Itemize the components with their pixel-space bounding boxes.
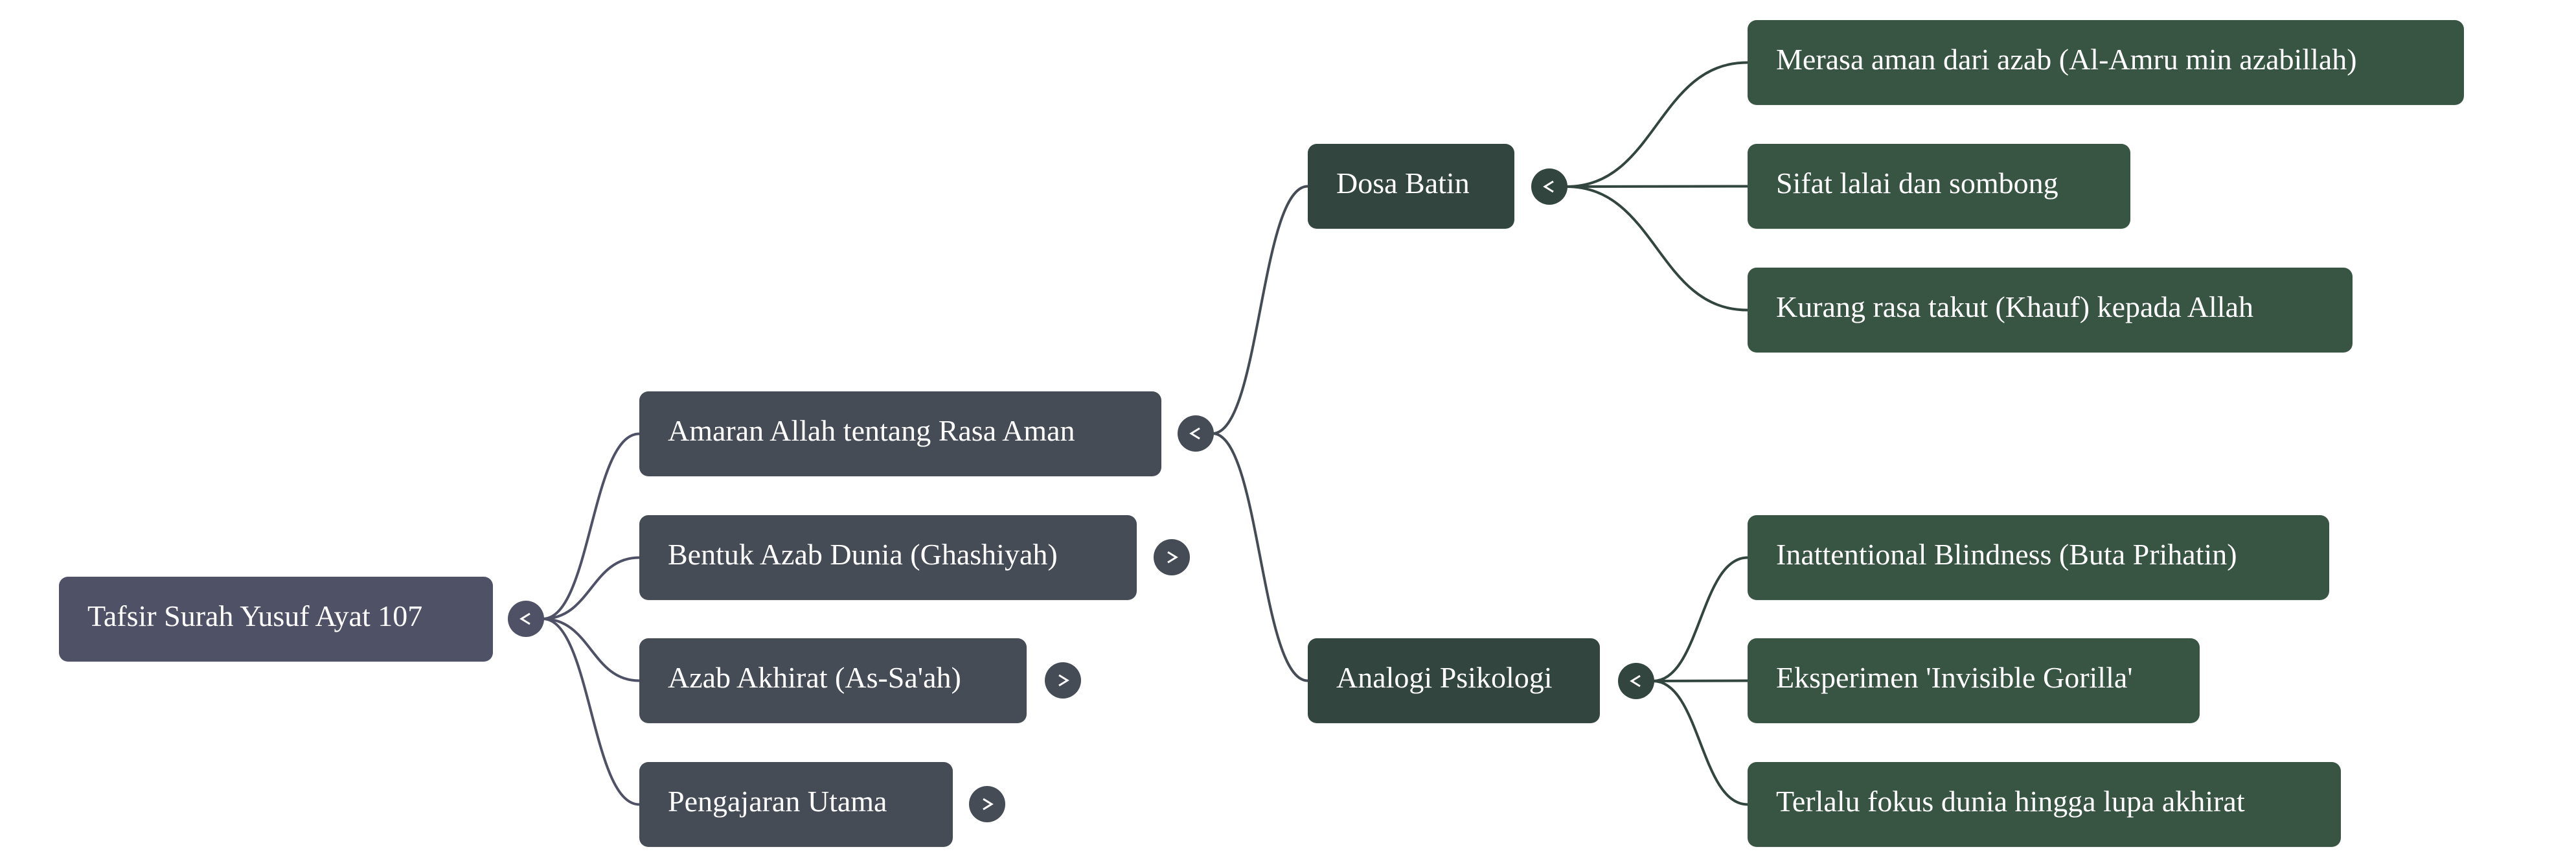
node-pengajaran-label: Pengajaran Utama (668, 785, 887, 818)
chevron-right-icon (1058, 674, 1069, 687)
link-root-pengajaran (542, 618, 640, 806)
leaf-eksperimen-gorilla[interactable]: Eksperimen 'Invisible Gorilla' (1748, 638, 2200, 723)
chevron-left-icon (519, 612, 530, 625)
node-amaran[interactable]: Amaran Allah tentang Rasa Aman (639, 391, 1161, 476)
node-dosa-batin[interactable]: Dosa Batin (1308, 144, 1514, 229)
leaf-merasa-aman-label: Merasa aman dari azab (Al-Amru min azabi… (1776, 43, 2357, 76)
chevron-left-icon (1543, 180, 1554, 193)
root-collapse-toggle[interactable] (508, 601, 544, 637)
leaf-eksperimen-gorilla-label: Eksperimen 'Invisible Gorilla' (1776, 661, 2133, 694)
node-azab-akhirat[interactable]: Azab Akhirat (As-Sa'ah) (639, 638, 1027, 723)
node-azab-akhirat-label: Azab Akhirat (As-Sa'ah) (668, 661, 961, 694)
leaf-inattentional-blindness[interactable]: Inattentional Blindness (Buta Prihatin) (1748, 515, 2329, 600)
link-root-azab-akhirat (542, 618, 640, 682)
link-amaran-analogi (1212, 432, 1308, 682)
root-node[interactable]: Tafsir Surah Yusuf Ayat 107 (59, 577, 493, 662)
node-amaran-label: Amaran Allah tentang Rasa Aman (668, 414, 1075, 447)
amaran-collapse-toggle[interactable] (1178, 415, 1214, 452)
root-node-label: Tafsir Surah Yusuf Ayat 107 (87, 599, 423, 632)
leaf-merasa-aman[interactable]: Merasa aman dari azab (Al-Amru min azabi… (1748, 20, 2464, 105)
chevron-right-icon (1167, 551, 1178, 564)
chevron-right-icon (983, 798, 994, 811)
leaf-terlalu-fokus[interactable]: Terlalu fokus dunia hingga lupa akhirat (1748, 762, 2341, 847)
link-root-amaran (542, 432, 640, 620)
node-bentuk-azab-label: Bentuk Azab Dunia (Ghashiyah) (668, 538, 1058, 571)
azab-akhirat-expand-toggle[interactable] (1045, 662, 1081, 699)
node-pengajaran[interactable]: Pengajaran Utama (639, 762, 953, 847)
link-dosa-batin-merasa-aman (1566, 61, 1748, 188)
chevron-left-icon (1189, 427, 1200, 440)
analogi-collapse-toggle[interactable] (1618, 663, 1654, 699)
link-analogi-inattentional (1652, 556, 1748, 682)
node-analogi-psikologi[interactable]: Analogi Psikologi (1308, 638, 1600, 723)
leaf-kurang-takut-label: Kurang rasa takut (Khauf) kepada Allah (1776, 290, 2253, 323)
link-amaran-dosa-batin (1212, 185, 1308, 435)
bentuk-azab-expand-toggle[interactable] (1154, 539, 1190, 575)
node-dosa-batin-label: Dosa Batin (1336, 167, 1470, 200)
dosa-batin-collapse-toggle[interactable] (1531, 168, 1567, 205)
link-root-bentuk-azab (542, 556, 640, 620)
leaf-kurang-takut[interactable]: Kurang rasa takut (Khauf) kepada Allah (1748, 268, 2353, 353)
leaf-sifat-lalai-label: Sifat lalai dan sombong (1776, 167, 2058, 200)
leaf-sifat-lalai[interactable]: Sifat lalai dan sombong (1748, 144, 2130, 229)
link-analogi-terlalu-fokus (1652, 680, 1748, 806)
pengajaran-expand-toggle[interactable] (969, 786, 1005, 822)
link-analogi-eksperimen (1652, 679, 1748, 682)
chevron-left-icon (1630, 675, 1641, 688)
node-bentuk-azab[interactable]: Bentuk Azab Dunia (Ghashiyah) (639, 515, 1137, 600)
leaf-inattentional-blindness-label: Inattentional Blindness (Buta Prihatin) (1776, 538, 2237, 571)
leaf-terlalu-fokus-label: Terlalu fokus dunia hingga lupa akhirat (1776, 785, 2245, 818)
link-dosa-batin-kurang-takut (1566, 185, 1748, 312)
node-analogi-psikologi-label: Analogi Psikologi (1336, 661, 1553, 694)
